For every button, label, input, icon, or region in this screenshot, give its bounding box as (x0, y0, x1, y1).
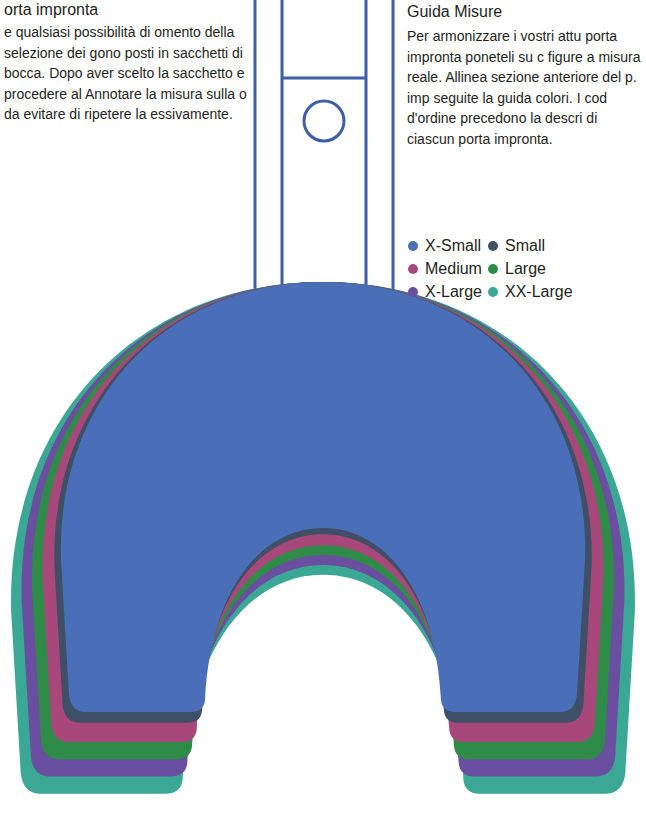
legend-swatch (488, 241, 498, 251)
legend-label: X-Large (425, 282, 482, 302)
legend-swatch (488, 264, 498, 274)
tray-large (32, 282, 614, 759)
legend-label: Small (505, 236, 545, 256)
handle-bar (366, 0, 393, 324)
tray-xx-large (11, 282, 635, 794)
tray-x-large (22, 282, 625, 777)
body-text: e qualsiasi possibilità di omento della … (4, 22, 250, 125)
body-text: Per armonizzare i vostri attu porta impr… (407, 26, 643, 149)
handle-crossbar (282, 77, 366, 80)
handle-hole (304, 101, 344, 141)
legend-label: X-Small (425, 236, 481, 256)
tray-medium (42, 282, 603, 742)
tray-x-small (61, 282, 585, 712)
section-heading: orta impronta (4, 0, 252, 20)
legend-swatch (488, 287, 498, 297)
legend-label: Large (505, 259, 546, 279)
tray-small (54, 282, 591, 723)
legend-swatch (408, 287, 418, 297)
section-heading: Guida Misure (407, 2, 643, 22)
legend-entry: XX-Large (488, 282, 573, 302)
legend-entry: X-Large (408, 282, 488, 302)
legend-entry: Small (488, 236, 573, 256)
tray-handle (255, 0, 393, 324)
legend-entry: X-Small (408, 236, 488, 256)
legend-swatch (408, 241, 418, 251)
legend-entry: Medium (408, 259, 488, 279)
legend-entry: Large (488, 259, 573, 279)
legend-swatch (408, 264, 418, 274)
legend-label: Medium (425, 259, 482, 279)
legend-label: XX-Large (505, 282, 573, 302)
handle-bar (255, 0, 282, 324)
size-legend: X-Small SmallMedium LargeX-Large XX-Large (408, 236, 573, 302)
